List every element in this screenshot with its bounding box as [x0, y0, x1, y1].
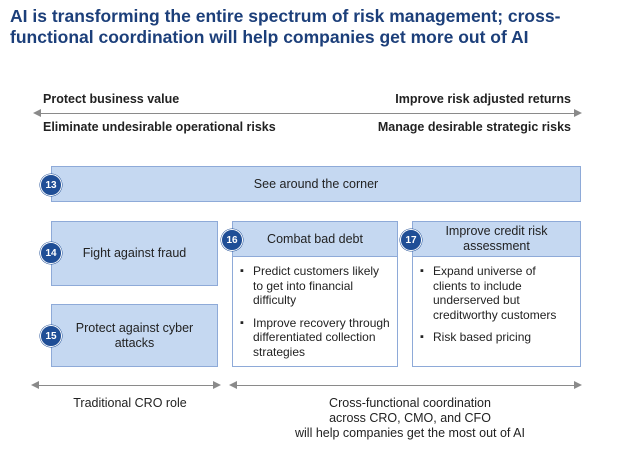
bottom-left-arrowhead-left: [31, 381, 39, 389]
box-17-label-line-1: Improve credit risk: [445, 224, 548, 238]
badge-15: 15: [40, 325, 62, 347]
page-title-line-1: AI is transforming the entire spectrum o…: [10, 6, 561, 26]
badge-16: 16: [221, 229, 243, 251]
box-17-header: Improve credit risk assessment: [412, 221, 581, 257]
box-16-bullet: Improve recovery through differentiated …: [239, 316, 391, 360]
box-see-around-the-corner: See around the corner: [51, 166, 581, 202]
box-14-label: Fight against fraud: [82, 246, 187, 260]
box-16-bullet: Predict customers likely to get into fin…: [239, 264, 391, 308]
cross-functional-line-2: across CRO, CMO, and CFO: [329, 411, 491, 425]
badge-13: 13: [40, 174, 62, 196]
cross-functional-line-1: Cross-functional coordination: [329, 396, 491, 410]
box-17-bullet: Risk based pricing: [419, 330, 569, 345]
bottom-right-axis-line: [236, 385, 574, 386]
bottom-right-arrowhead-left: [229, 381, 237, 389]
label-traditional-cro-role: Traditional CRO role: [40, 396, 220, 411]
box-15-label-line-2: attacks: [114, 335, 155, 350]
box-16-header: Combat bad debt: [232, 221, 398, 257]
label-improve-risk-adjusted-returns: Improve risk adjusted returns: [395, 92, 571, 106]
badge-14: 14: [40, 242, 62, 264]
box-protect-against-cyber-attacks: Protect against cyber attacks: [51, 304, 218, 367]
top-axis-line: [40, 113, 574, 114]
box-16-bullet-list: Predict customers likely to get into fin…: [239, 264, 391, 367]
label-manage-strategic-risks: Manage desirable strategic risks: [377, 120, 571, 134]
label-eliminate-operational-risks: Eliminate undesirable operational risks: [43, 120, 276, 134]
box-16-label: Combat bad debt: [267, 231, 363, 246]
label-protect-business-value: Protect business value: [43, 92, 180, 106]
box-13-label: See around the corner: [253, 176, 379, 191]
top-axis-right-arrowhead: [574, 109, 582, 117]
box-fight-against-fraud: Fight against fraud: [51, 221, 218, 286]
box-combat-bad-debt: Combat bad debt Predict customers likely…: [232, 221, 398, 367]
bottom-left-arrowhead-right: [213, 381, 221, 389]
traditional-cro-role-text: Traditional CRO role: [73, 396, 187, 410]
box-17-label-line-2: assessment: [463, 239, 530, 253]
bottom-right-arrowhead-right: [574, 381, 582, 389]
badge-17: 17: [400, 229, 422, 251]
page-title: AI is transforming the entire spectrum o…: [10, 6, 610, 48]
top-axis-left-arrowhead: [33, 109, 41, 117]
box-17-bullet: Expand universe of clients to include un…: [419, 264, 569, 322]
label-cross-functional-coordination: Cross-functional coordination across CRO…: [240, 396, 580, 441]
bottom-left-axis-line: [38, 385, 213, 386]
page-title-line-2: functional coordination will help compan…: [10, 27, 529, 47]
box-15-label-line-1: Protect against cyber: [75, 320, 194, 335]
cross-functional-line-3: will help companies get the most out of …: [295, 426, 525, 440]
box-improve-credit-risk-assessment: Improve credit risk assessment Expand un…: [412, 221, 581, 367]
box-17-bullet-list: Expand universe of clients to include un…: [419, 264, 569, 353]
